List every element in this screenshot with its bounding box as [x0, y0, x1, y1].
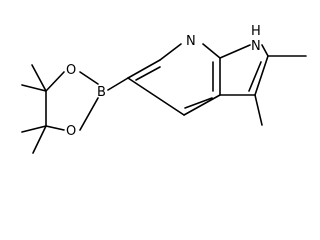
- bond-c5-c6-double: [135, 66, 161, 81]
- bond-upper-methyl-2: [31, 64, 47, 92]
- atom-label-h-pyrrole: H: [251, 24, 261, 39]
- bond-upper-methyl-1: [21, 84, 47, 92]
- bond-n1-c2: [261, 44, 269, 57]
- bond-c6-n7: [159, 43, 182, 61]
- bond-c5-b: [107, 77, 129, 91]
- bond-o-bottom-c: [45, 125, 65, 131]
- atom-label-oxygen-top: O: [66, 63, 76, 78]
- atom-label-n-pyridine: N: [186, 34, 196, 49]
- bond-n7-c7a: [202, 43, 221, 59]
- bond-c3a-c4: [183, 94, 221, 116]
- bond-lower-methyl-2: [32, 125, 47, 154]
- bond-c5-c6: [127, 59, 161, 79]
- atom-label-boron: B: [97, 85, 106, 100]
- bond-lower-methyl-1: [21, 125, 47, 133]
- bond-c4-c5: [127, 77, 185, 116]
- bond-c2-c3: [254, 55, 269, 96]
- atom-label-oxygen-bottom: O: [66, 124, 76, 139]
- atom-labels: N H N B O O: [66, 24, 261, 139]
- chemical-structure: N H N B O O: [21, 24, 307, 154]
- atom-label-n-pyrrole: N: [251, 39, 261, 54]
- bond-b-o-top: [79, 71, 99, 85]
- bond-c7a-n1: [219, 44, 251, 59]
- bond-b-o-bottom: [79, 97, 99, 131]
- bond-o-top-c: [45, 71, 65, 92]
- structure-drawing: N H N B O O: [21, 24, 307, 154]
- bond-c3-methyl: [254, 94, 263, 126]
- bond-c3a-c4-double: [184, 97, 213, 109]
- bond-c2-c3-double: [248, 61, 262, 92]
- bonds: [21, 43, 307, 154]
